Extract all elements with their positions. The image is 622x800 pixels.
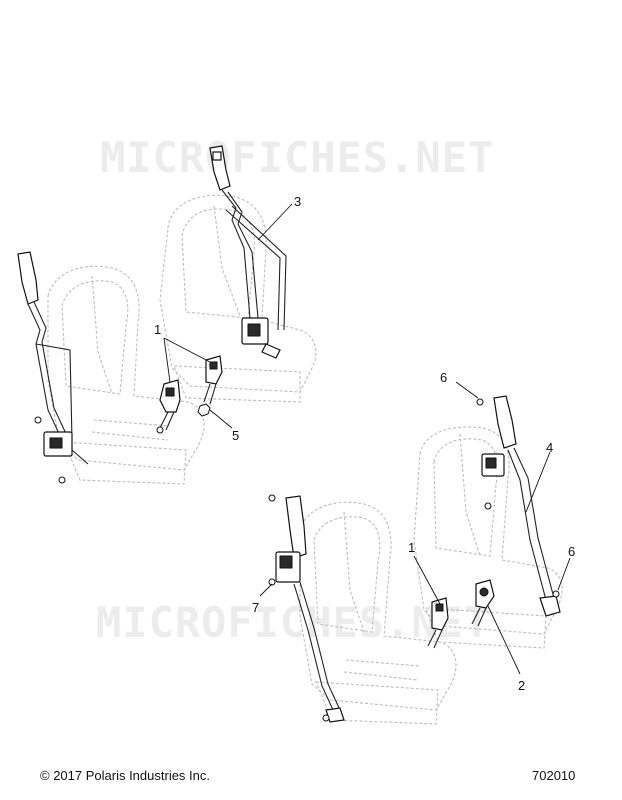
seat-lower-front [299,501,457,725]
leader-1-lower [413,555,441,605]
fasteners-upper [34,403,211,484]
buckle-assembly-1-lower [427,597,449,649]
seat-belt-assembly-7 [275,495,345,723]
buckle-assembly-2 [471,579,495,627]
fasteners-lower [268,398,560,722]
figure-number: 702010 [532,768,576,783]
callout-1-upper: 1 [154,322,161,337]
seat-upper-rear [159,194,317,403]
callout-3: 3 [294,194,301,209]
watermark-top: MICROFICHES.NET [100,133,494,182]
seat-upper-front [47,265,205,485]
callout-2: 2 [518,678,525,693]
seat-belt-upper-left [17,251,89,465]
leader-2 [487,605,521,675]
buckle-assembly-1-upper [159,355,223,431]
leader-6-right [557,557,571,591]
callout-5: 5 [232,428,239,443]
callout-4: 4 [546,440,553,455]
leader-3 [257,203,293,241]
callout-7: 7 [252,600,259,615]
callout-6-top: 6 [440,370,447,385]
leader-5 [209,409,233,429]
callout-6-right: 6 [568,544,575,559]
copyright-notice: © 2017 Polaris Industries Inc. [40,768,210,783]
leader-4 [525,451,551,513]
leader-1-upper [163,337,211,383]
leader-6-top [455,381,479,399]
seat-belt-assembly-4 [481,395,561,617]
seat-belt-assembly-3 [209,145,287,359]
callout-1-lower: 1 [408,540,415,555]
leader-7 [259,583,273,597]
